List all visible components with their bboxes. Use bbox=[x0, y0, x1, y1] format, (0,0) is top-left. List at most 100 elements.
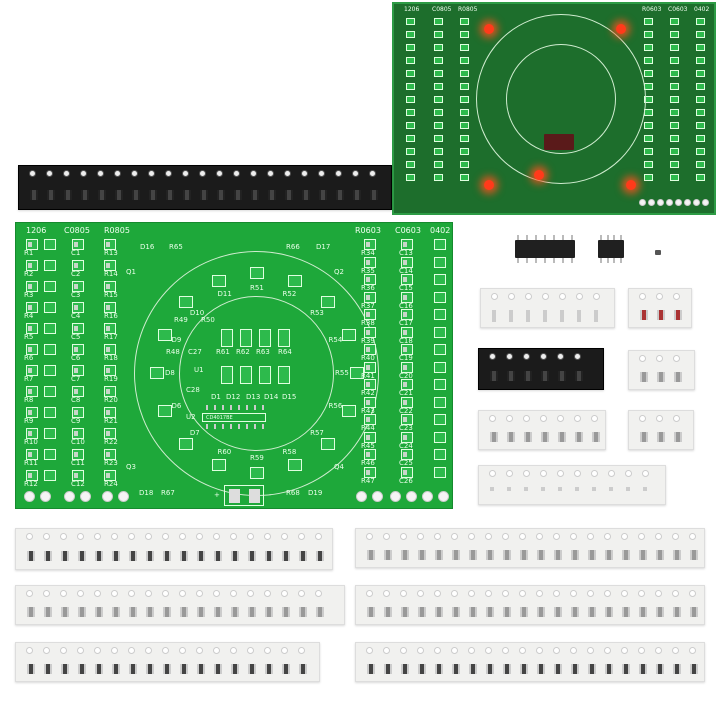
smd-component bbox=[129, 551, 137, 561]
solder-pad bbox=[460, 31, 469, 38]
plus-label: + bbox=[214, 491, 220, 499]
smd-component bbox=[656, 607, 664, 617]
ic-pin bbox=[535, 235, 537, 240]
smd-component bbox=[44, 551, 52, 561]
solder-pad bbox=[364, 239, 376, 250]
solder-pad bbox=[221, 329, 233, 347]
smd-component bbox=[384, 664, 392, 674]
sprocket-hole bbox=[114, 170, 121, 177]
smd-component bbox=[248, 551, 256, 561]
component-label: C18 bbox=[399, 336, 413, 345]
smd-component bbox=[214, 607, 222, 617]
sprocket-hole bbox=[77, 647, 84, 654]
sprocket-hole bbox=[400, 590, 407, 597]
smd-component bbox=[622, 550, 630, 560]
smd-component bbox=[316, 551, 324, 561]
component-label: D17 bbox=[316, 243, 331, 251]
smd-component bbox=[588, 607, 596, 617]
sprocket-hole bbox=[574, 353, 581, 360]
ic-pad bbox=[222, 405, 224, 410]
smd-component bbox=[503, 607, 511, 617]
solder-pad bbox=[434, 431, 446, 443]
sprocket-hole bbox=[485, 533, 492, 540]
component-tape bbox=[480, 288, 615, 328]
smd-component bbox=[673, 607, 681, 617]
ic-pin bbox=[562, 258, 564, 263]
component-label: D7 bbox=[189, 429, 200, 438]
connector-via bbox=[422, 491, 433, 502]
solder-pad bbox=[401, 344, 413, 355]
component-label: Q3 bbox=[126, 463, 136, 471]
smd-component bbox=[673, 550, 681, 560]
solder-pad bbox=[460, 57, 469, 64]
sprocket-hole bbox=[77, 590, 84, 597]
sprocket-hole bbox=[434, 533, 441, 540]
solder-pad bbox=[670, 174, 679, 181]
solder-pad bbox=[259, 329, 271, 347]
solder-pad bbox=[670, 135, 679, 142]
component-label: R48 bbox=[166, 348, 180, 356]
solder-pad bbox=[434, 174, 443, 181]
component-tape bbox=[355, 528, 705, 568]
smd-component bbox=[609, 487, 613, 491]
component-label: R17 bbox=[104, 333, 118, 341]
power-pad bbox=[224, 485, 264, 506]
component-label: C23 bbox=[399, 424, 413, 432]
sprocket-hole bbox=[672, 533, 679, 540]
component-label: C2 bbox=[71, 270, 81, 278]
smd-component bbox=[180, 664, 188, 674]
smd-component bbox=[588, 550, 596, 560]
solder-pad bbox=[434, 361, 446, 373]
connector-via bbox=[406, 491, 417, 502]
component-label: Q2 bbox=[334, 268, 344, 276]
component-label: C28 bbox=[186, 386, 200, 394]
smd-component bbox=[285, 189, 293, 200]
sprocket-hole bbox=[540, 470, 547, 477]
sprocket-hole bbox=[247, 590, 254, 597]
component-label: C27 bbox=[188, 348, 202, 356]
solder-pad bbox=[278, 329, 290, 347]
solder-pad bbox=[364, 291, 376, 303]
sprocket-hole bbox=[506, 470, 513, 477]
smd-component bbox=[401, 550, 409, 560]
solder-pad bbox=[26, 365, 38, 376]
pad-metal bbox=[366, 242, 370, 247]
component-label: C12 bbox=[71, 480, 85, 488]
sprocket-hole bbox=[434, 647, 441, 654]
component-tape bbox=[628, 288, 692, 328]
power-pad-plus bbox=[229, 489, 240, 503]
sprocket-hole bbox=[26, 590, 33, 597]
pad-metal bbox=[403, 452, 407, 457]
component-label: R54 bbox=[328, 336, 343, 345]
smd-component bbox=[526, 310, 530, 322]
connector-via bbox=[80, 491, 91, 502]
solder-pad bbox=[44, 260, 56, 271]
component-label: R56 bbox=[328, 401, 343, 410]
sprocket-hole bbox=[587, 533, 594, 540]
sprocket-hole bbox=[94, 590, 101, 597]
connector-via bbox=[675, 199, 682, 206]
smd-component bbox=[418, 550, 426, 560]
sprocket-hole bbox=[656, 355, 663, 362]
pad-metal bbox=[403, 242, 407, 247]
component-tape bbox=[478, 410, 606, 450]
sprocket-hole bbox=[451, 590, 458, 597]
solder-pad bbox=[401, 256, 413, 268]
component-label: R19 bbox=[104, 375, 118, 383]
pad-metal bbox=[106, 347, 110, 352]
solder-pad bbox=[44, 323, 56, 334]
ring-pad bbox=[320, 296, 335, 309]
smd-component bbox=[180, 607, 188, 617]
sprocket-hole bbox=[468, 533, 475, 540]
pad-metal bbox=[366, 469, 370, 475]
smd-component bbox=[95, 607, 103, 617]
ring-pad bbox=[320, 437, 335, 450]
smd-component bbox=[656, 664, 664, 674]
solder-pad bbox=[72, 386, 84, 397]
sprocket-hole bbox=[638, 533, 645, 540]
component-label: D15 bbox=[282, 393, 297, 401]
solder-pad bbox=[434, 148, 443, 155]
smd-component bbox=[575, 371, 583, 381]
solder-pad bbox=[670, 122, 679, 129]
